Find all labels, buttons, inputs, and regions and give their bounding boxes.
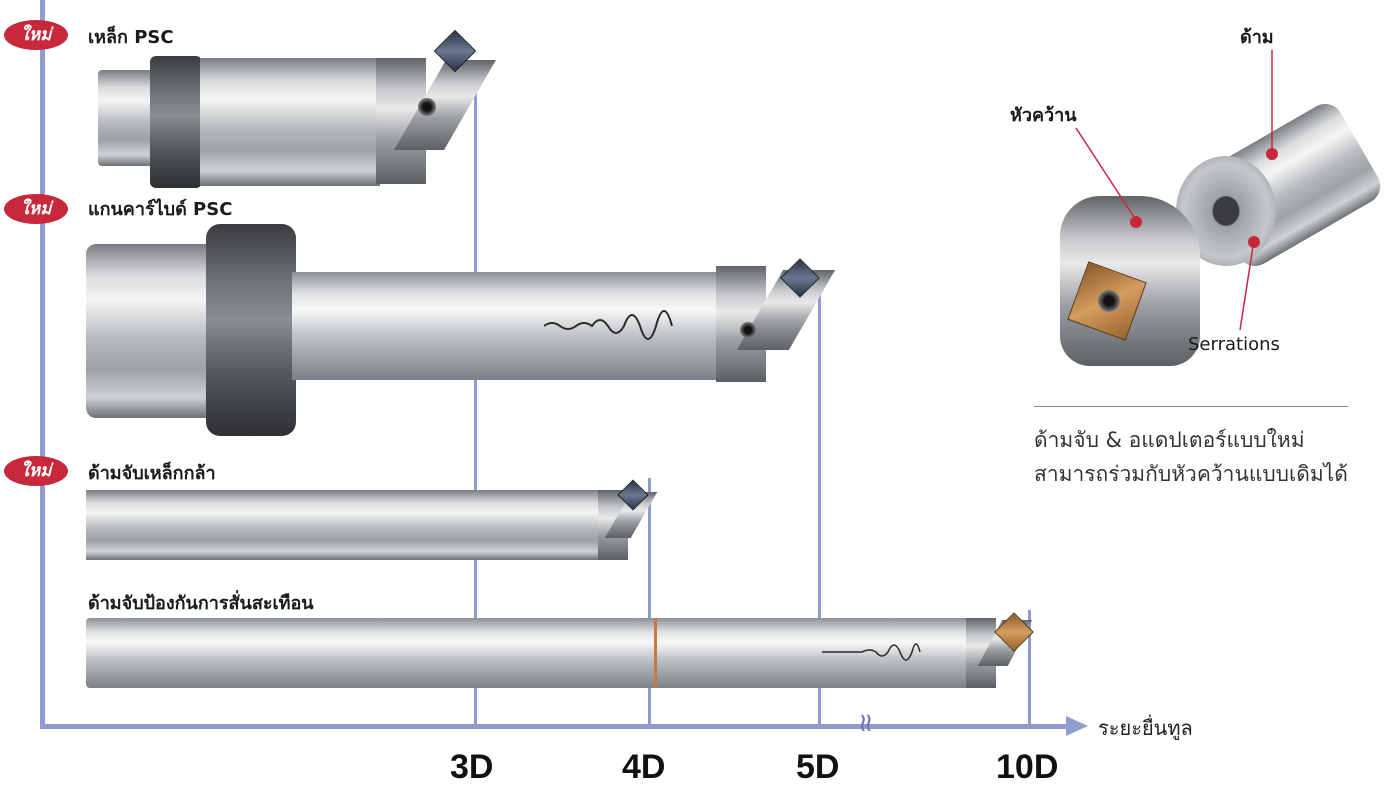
tick-label-10d: 10D xyxy=(996,748,1059,786)
callout-head: หัวคว้าน xyxy=(1010,105,1077,126)
callout-dot xyxy=(1266,148,1278,160)
caption-line-2: สามารถร่วมกับหัวคว้านแบบเดิมได้ xyxy=(1034,462,1348,486)
x-axis-line xyxy=(40,724,1070,729)
new-badge: ใหม่ xyxy=(4,456,68,486)
callout-serrations: Serrations xyxy=(1188,334,1280,355)
y-axis-line xyxy=(40,0,45,728)
gridline-5d xyxy=(818,278,821,728)
axis-title: ระยะยื่นทูล xyxy=(1098,716,1193,740)
x-axis-arrow-icon xyxy=(1066,716,1088,736)
caption-line-1: ด้ามจับ & อแดปเตอร์แบบใหม่ xyxy=(1034,428,1305,452)
new-badge: ใหม่ xyxy=(4,20,68,50)
gridline-3d xyxy=(474,60,477,728)
vibration-wave-icon xyxy=(544,310,673,340)
callout-shank: ด้าม xyxy=(1240,27,1274,48)
callout-dot xyxy=(1248,236,1260,248)
caption-divider xyxy=(1034,406,1348,407)
tick-label-4d: 4D xyxy=(622,748,666,786)
callout-dot xyxy=(1130,216,1142,228)
tool-label-anti-vibration-holder: ด้ามจับป้องกันการสั่นสะเทือน xyxy=(88,593,314,614)
gridline-10d xyxy=(1028,610,1031,728)
vibration-wave-icon xyxy=(822,643,921,661)
tick-label-3d: 3D xyxy=(450,748,494,786)
tool-label-steel-holder: ด้ามจับเหล็กกล้า xyxy=(88,463,216,484)
new-badge: ใหม่ xyxy=(4,194,68,224)
tick-label-5d: 5D xyxy=(796,748,840,786)
gridline-4d xyxy=(648,478,651,728)
tool-label-carbide-psc: แกนคาร์ไบด์ PSC xyxy=(88,199,233,220)
tool-label-steel-psc: เหล็ก PSC xyxy=(88,27,174,48)
